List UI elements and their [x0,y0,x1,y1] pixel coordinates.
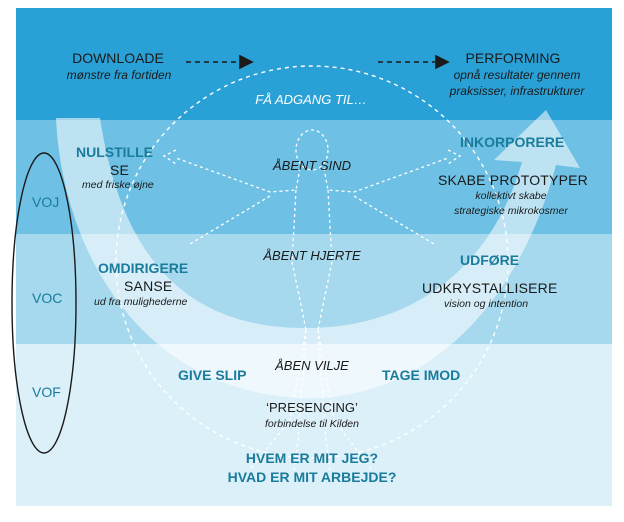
vitruvian-figure [162,129,462,471]
se-subtitle: med friske øjne [82,179,154,191]
level-voj: VOJ [32,194,60,210]
question-jeg: HVEM ER MIT JEG? [245,450,379,466]
u-arrow [56,110,580,399]
skabe-subtitle-1: kollektivt skabe [475,190,547,202]
se-label: SE [110,162,130,178]
udkrystallisere-label: UDKRYSTALLISERE [422,280,558,296]
level-vof: VOF [32,384,61,400]
question-arbejde: HVAD ER MIT ARBEJDE? [227,469,397,485]
level-voc: VOC [32,290,63,306]
inkorporere-label: INKORPORERE [460,134,565,150]
arrow-downloade [186,54,254,70]
performing-subtitle-2: praksisser, infrastrukturer [449,84,585,98]
skabe-prototyper-label: SKABE PROTOTYPER [438,172,588,188]
abent-sind-label: ÅBENT SIND [272,158,351,173]
omdirigere-label: OMDIRIGERE [98,260,189,276]
downloade-subtitle: mønstre fra fortiden [66,68,172,82]
performing-title: PERFORMING [465,50,561,66]
presencing-subtitle: forbindelse til Kilden [265,418,359,430]
access-label: FÅ ADGANG TIL… [255,92,367,107]
udkrystallisere-subtitle: vision og intention [444,298,529,310]
dashed-circle [115,65,509,459]
presencing-label: ‘PRESENCING’ [266,400,358,415]
tage-imod-label: TAGE IMOD [382,367,461,383]
levels-ellipse [11,152,77,454]
performing-subtitle-1: opnå resultater gennem [453,68,581,82]
sanse-subtitle: ud fra mulighederne [94,296,188,308]
sanse-label: SANSE [124,278,173,294]
udfore-label: UDFØRE [460,252,520,268]
band-downloading [16,8,612,120]
arrow-performing [378,54,450,70]
downloade-title: DOWNLOADE [72,50,164,66]
give-slip-label: GIVE SLIP [178,367,247,383]
abent-hjerte-label: ÅBENT HJERTE [263,248,361,263]
aben-vilje-label: ÅBEN VILJE [275,358,349,373]
skabe-subtitle-2: strategiske mikrokosmer [454,205,568,217]
nulstille-label: NULSTILLE [76,144,153,160]
